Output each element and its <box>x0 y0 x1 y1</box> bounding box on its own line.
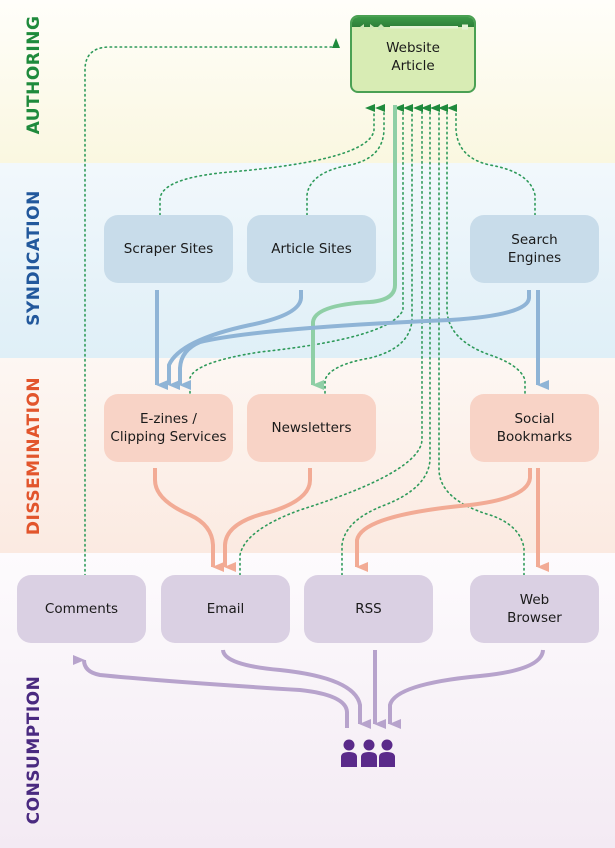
newsletters-label: Newsletters <box>271 420 352 436</box>
web-browser-line1: Web <box>519 592 550 608</box>
node-email: Email <box>161 575 290 643</box>
dotted-email-to-article <box>239 104 423 576</box>
dotted-search-to-article <box>447 104 536 216</box>
web-browser-line2: Browser <box>507 610 562 626</box>
website-article-line2: Article <box>391 58 435 74</box>
node-social-bookmarks: Social Bookmarks <box>470 394 599 462</box>
arrow-social-to-rss <box>355 468 532 572</box>
website-article-node: Website Article <box>350 15 476 93</box>
arrow-search-to-ezines <box>178 290 531 390</box>
browser-nav-icons <box>360 24 468 30</box>
dotted-rss-to-article <box>341 104 431 576</box>
arrow-newsletters-to-email <box>223 468 312 572</box>
node-ezines: E-zines / Clipping Services <box>104 394 233 462</box>
node-article-sites: Article Sites <box>247 215 376 283</box>
arrow-articlesites-to-ezines <box>167 290 303 390</box>
node-scraper-sites: Scraper Sites <box>104 215 233 283</box>
node-web-browser: Web Browser <box>470 575 599 643</box>
ezines-line2: Clipping Services <box>110 429 227 445</box>
article-sites-label: Article Sites <box>271 241 352 257</box>
dotted-web-to-article <box>430 104 525 576</box>
dotted-ezines-to-article <box>189 104 404 394</box>
arrow-article-to-newsletters <box>311 105 397 390</box>
arrow-audience-to-comments <box>72 655 349 728</box>
arrow-web-to-audience <box>388 649 545 729</box>
band-authoring <box>0 0 615 163</box>
node-newsletters: Newsletters <box>247 394 376 462</box>
dotted-scraper-to-article <box>159 104 375 216</box>
dotted-comments-to-article <box>84 38 340 577</box>
comments-label: Comments <box>44 601 119 617</box>
social-line1: Social <box>514 411 555 427</box>
node-comments: Comments <box>17 575 146 643</box>
social-line2: Bookmarks <box>496 429 573 445</box>
rss-label: RSS <box>355 601 382 617</box>
search-engines-line2: Engines <box>507 250 562 266</box>
scraper-sites-label: Scraper Sites <box>123 241 214 257</box>
email-label: Email <box>206 601 245 617</box>
website-article-line1: Website <box>386 40 440 56</box>
arrow-email-to-audience <box>221 649 371 729</box>
dotted-articlesites-to-article <box>306 104 385 216</box>
ezines-line1: E-zines / <box>140 411 197 427</box>
node-rss: RSS <box>304 575 433 643</box>
node-search-engines: Search Engines <box>470 215 599 283</box>
search-engines-line1: Search <box>511 232 558 248</box>
dotted-newsletters-to-article <box>324 104 413 394</box>
people-group-icon <box>341 739 395 767</box>
arrow-ezines-to-email <box>153 468 224 572</box>
browser-toolbar <box>352 17 474 30</box>
